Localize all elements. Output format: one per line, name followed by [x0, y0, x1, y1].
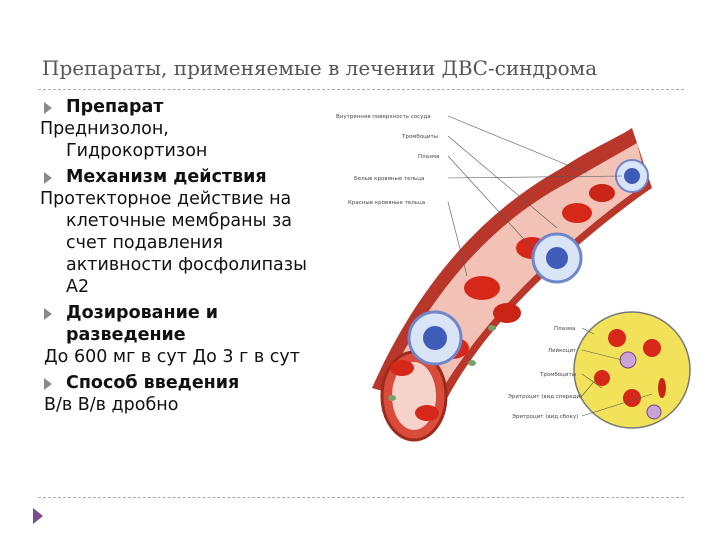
red-blood-cell	[594, 370, 610, 386]
bullet-arrow-icon	[44, 378, 52, 390]
drug-text: Преднизолон,Гидрокортизон	[40, 119, 208, 161]
label-plasma-magnified: Плазма	[554, 326, 575, 332]
dosage-text: До 600 мг в сут До 3 г в сут	[44, 347, 300, 367]
leukocyte	[619, 351, 637, 369]
blood-vessel-illustration: Внутренняя поверхность сосуда Тромбоциты…	[336, 114, 691, 442]
red-blood-cell	[390, 360, 414, 376]
platelet	[388, 395, 396, 401]
bullet-arrow-icon	[44, 172, 52, 184]
label-rbc-front: Эритроцит (вид спереди)	[508, 394, 582, 400]
red-blood-cell	[589, 184, 615, 202]
leukocyte	[646, 404, 662, 420]
red-blood-cell	[643, 339, 661, 357]
label-vessel-inner-surface: Внутренняя поверхность сосуда	[336, 114, 431, 120]
route-text: В/в В/в дробно	[44, 395, 179, 415]
slide-title: Препараты, применяемые в лечении ДВС-син…	[42, 56, 598, 80]
magnified-blood-sample	[573, 311, 691, 429]
platelet	[488, 325, 496, 331]
label-platelets: Тромбоциты	[401, 134, 438, 140]
bullet-route: Способ введения	[40, 372, 332, 394]
bullet-arrow-icon	[44, 102, 52, 114]
bullet-arrow-icon	[44, 308, 52, 320]
next-slide-arrow-icon[interactable]	[33, 508, 43, 524]
footer-divider	[38, 497, 684, 498]
label-rbc-side: Эритроцит (вид сбоку)	[512, 414, 578, 420]
label-plasma: Плазма	[418, 154, 439, 160]
label-red-cells: Красные кровяные тельца	[348, 200, 425, 206]
red-blood-cell	[464, 276, 500, 300]
title-divider	[38, 89, 684, 90]
red-blood-cell	[623, 389, 641, 407]
red-blood-cell	[608, 329, 626, 347]
platelet	[468, 360, 476, 366]
red-blood-cell	[658, 378, 666, 398]
label-platelets-magnified: Тромбоциты	[539, 372, 576, 378]
slide-content: Препарат Преднизолон,Гидрокортизон Механ…	[40, 96, 332, 420]
red-blood-cell	[562, 203, 592, 223]
bullet-drug: Препарат	[40, 96, 332, 118]
label-leukocyte: Лейкоцит	[548, 347, 577, 354]
bullet-mechanism: Механизм действия	[40, 166, 332, 188]
label-white-cells: Белые кровяные тельца	[354, 176, 424, 182]
red-blood-cell	[415, 405, 439, 421]
red-blood-cell	[493, 303, 521, 323]
